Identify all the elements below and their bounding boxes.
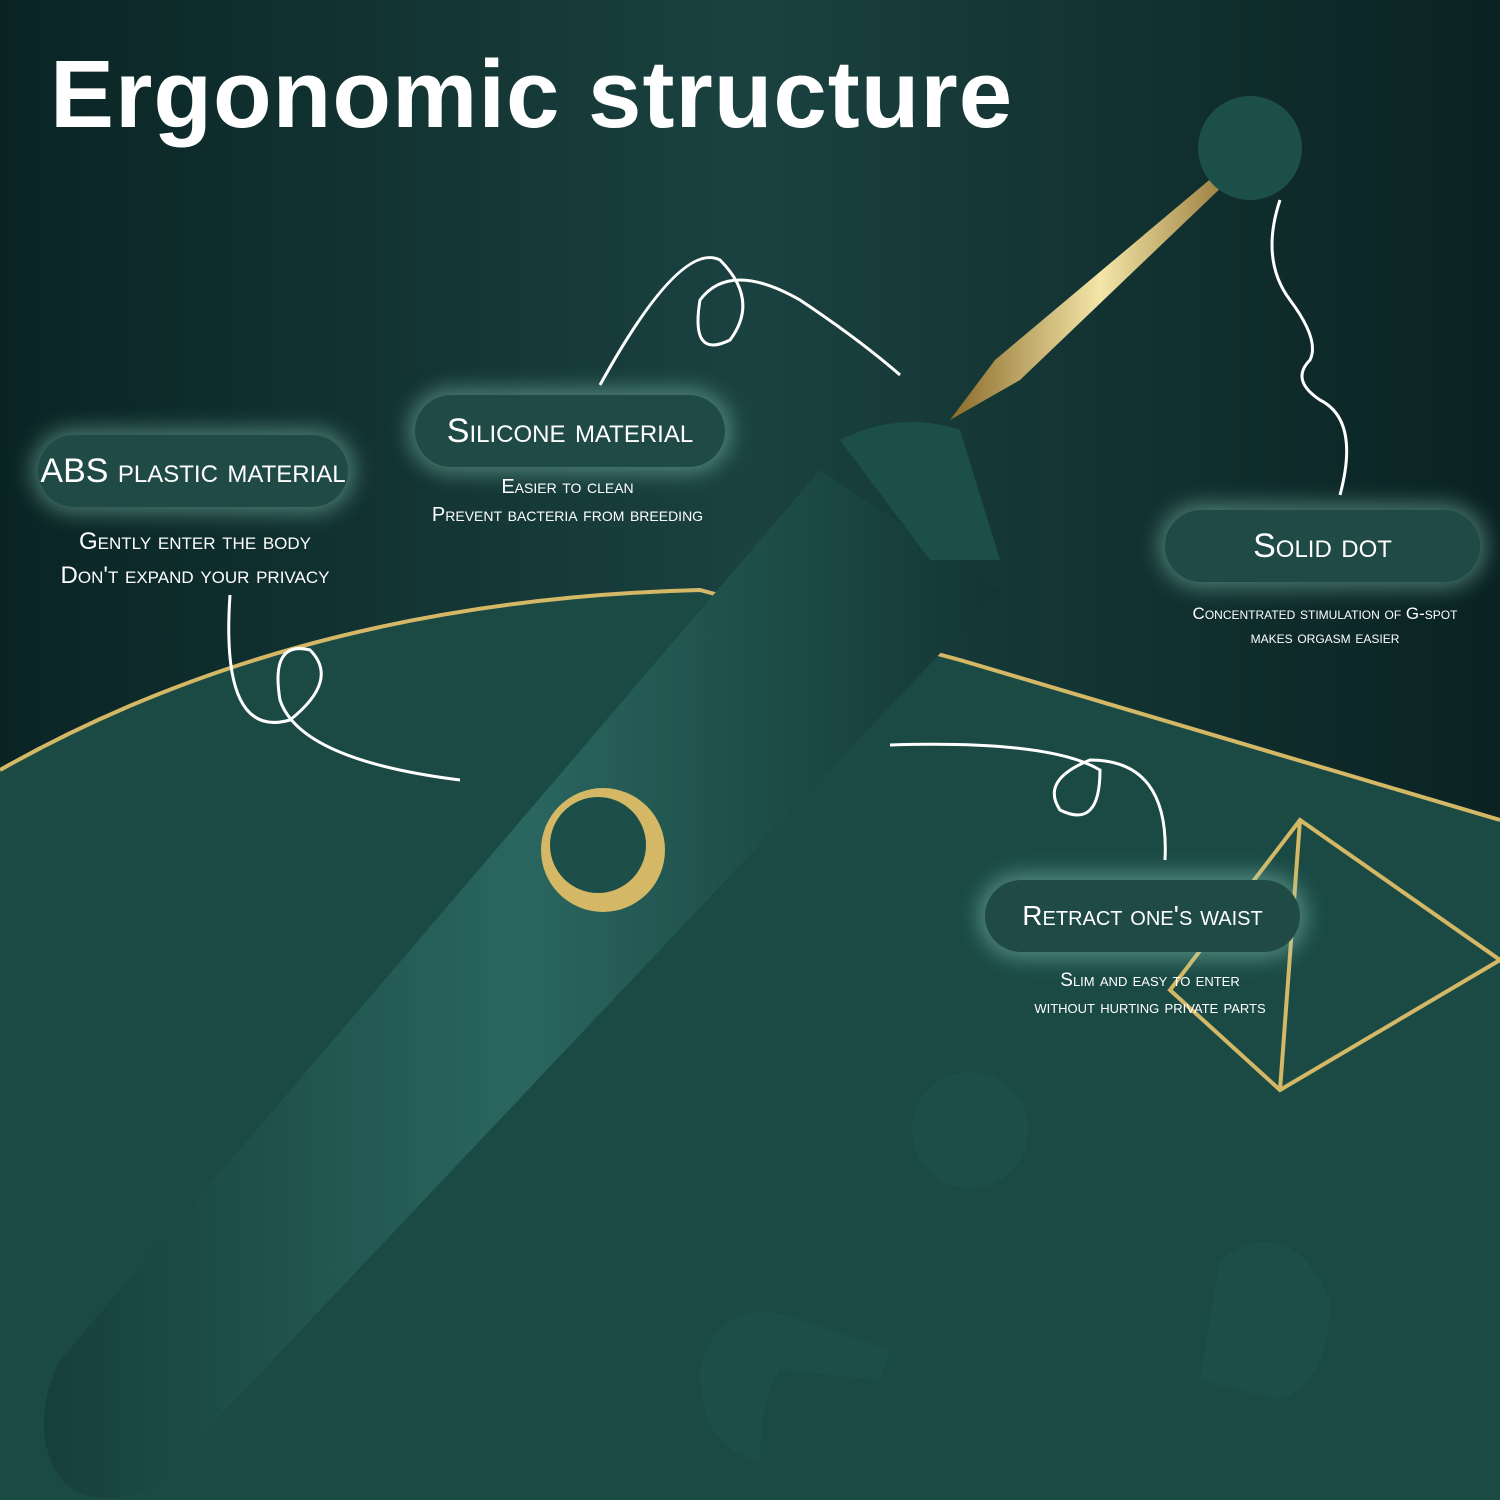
feature-desc-line: Concentrated stimulation of G-spot xyxy=(1192,604,1458,623)
feature-desc-line: Prevent bacteria from breeding xyxy=(431,504,704,526)
feature-desc-line: Easier to clean xyxy=(501,476,634,498)
feature-label-solid-dot: Solid dot xyxy=(1165,510,1480,582)
table-surface xyxy=(0,590,1500,1500)
spare-clip-head xyxy=(700,1311,890,1460)
arrows xyxy=(227,199,1349,861)
feature-desc-silicone: Easier to clean Prevent bacteria from br… xyxy=(400,473,735,529)
feature-desc-line: Don't expand your privacy xyxy=(60,561,330,589)
feature-desc-line: Gently enter the body xyxy=(79,528,311,555)
spare-ball-head xyxy=(912,1072,1028,1188)
feature-desc-abs: Gently enter the body Don't expand your … xyxy=(20,525,370,592)
feature-desc-line: without hurting private parts xyxy=(1034,996,1266,1018)
feature-label-silicone: Silicone material xyxy=(415,395,725,467)
feature-desc-line: Slim and easy to enter xyxy=(1060,970,1240,991)
feature-desc-line: makes orgasm easier xyxy=(1250,627,1400,647)
feature-label-waist: Retract one's waist xyxy=(985,880,1300,952)
feature-label-abs: ABS plastic material xyxy=(38,435,348,507)
device xyxy=(44,96,1302,1499)
feature-desc-solid-dot: Concentrated stimulation of G-spot makes… xyxy=(1160,602,1490,650)
feature-desc-waist: Slim and easy to enter without hurting p… xyxy=(985,968,1315,1021)
page-title: Ergonomic structure xyxy=(50,41,1014,148)
spare-brush-head xyxy=(1200,1242,1330,1400)
